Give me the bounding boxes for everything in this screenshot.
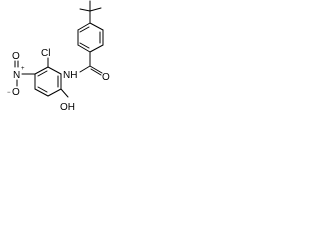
bond bbox=[79, 8, 91, 12]
bond bbox=[79, 42, 90, 49]
bond bbox=[90, 68, 102, 76]
amine-nh-label: NH bbox=[63, 70, 77, 81]
bond bbox=[89, 22, 104, 31]
chlorine-label: Cl bbox=[41, 48, 50, 59]
chlorine-substituent: Cl bbox=[41, 48, 50, 68]
bond bbox=[77, 44, 91, 53]
upper-benzene-ring bbox=[77, 22, 104, 53]
bond bbox=[37, 86, 48, 93]
bond bbox=[34, 66, 49, 75]
bond bbox=[89, 44, 104, 53]
lower-benzene-ring bbox=[34, 66, 62, 97]
nitro-oxygen-charge: − bbox=[7, 90, 11, 96]
nitro-nitrogen-charge: + bbox=[21, 66, 25, 72]
nitro-oxygen-bottom-label: O bbox=[12, 87, 20, 98]
amide-linker: O NH bbox=[63, 51, 110, 83]
bond bbox=[37, 70, 48, 77]
bond bbox=[89, 7, 102, 12]
nitro-oxygen-top-label: O bbox=[12, 51, 20, 62]
bond bbox=[34, 88, 49, 97]
bond bbox=[77, 22, 91, 31]
nitro-nitrogen-label: N bbox=[13, 70, 20, 81]
bond bbox=[89, 65, 103, 74]
carbonyl-oxygen-label: O bbox=[102, 72, 110, 83]
nitro-group: N + O O − bbox=[7, 51, 36, 98]
bond bbox=[79, 26, 90, 33]
bond bbox=[60, 88, 69, 98]
hydroxyl-substituent: OH bbox=[60, 88, 75, 113]
bond bbox=[47, 66, 62, 75]
chemical-structure: O NH Cl OH N + O O − bbox=[7, 0, 110, 113]
hydroxyl-label: OH bbox=[60, 102, 75, 113]
bond bbox=[79, 65, 91, 73]
tert-butyl-group bbox=[79, 0, 102, 24]
bond bbox=[47, 88, 62, 97]
